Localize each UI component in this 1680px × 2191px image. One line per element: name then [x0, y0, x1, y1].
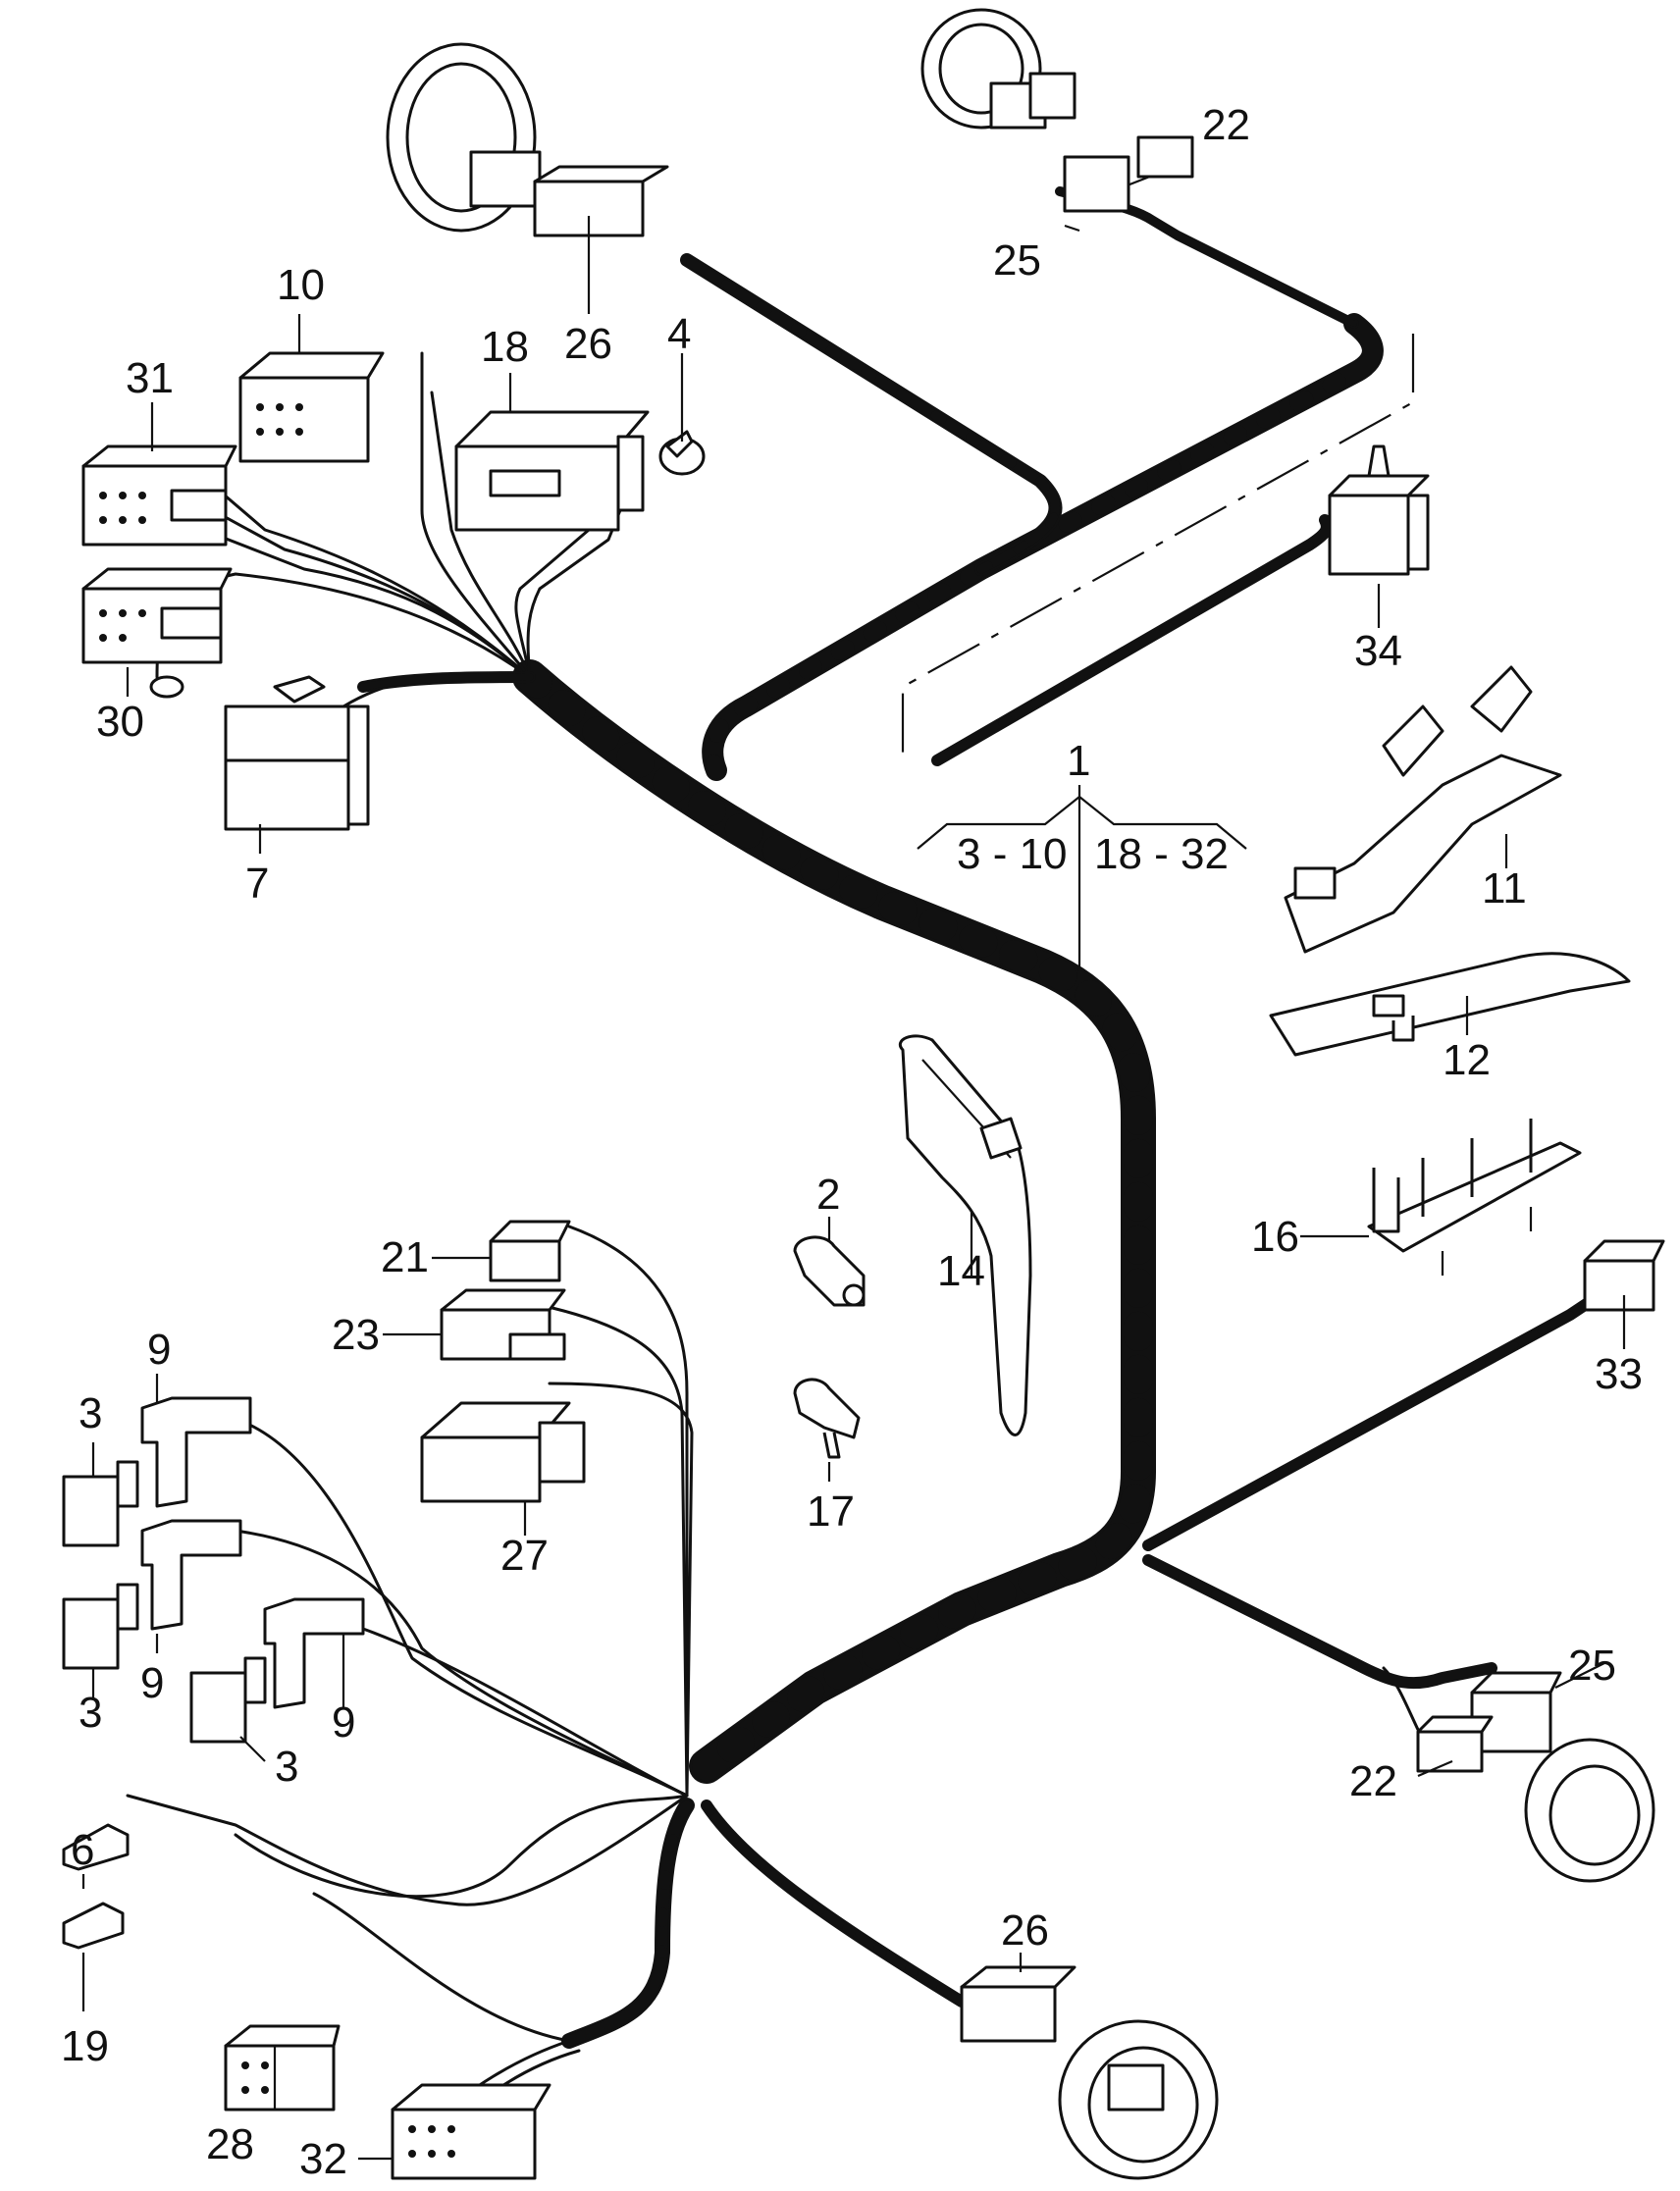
label-19: 19 — [61, 2022, 109, 2070]
fuse-3-a — [62, 1460, 139, 1547]
label-1: 1 — [1067, 737, 1090, 785]
connector-31 — [81, 444, 237, 547]
connector-21 — [489, 1220, 571, 1282]
bracket-12 — [1269, 952, 1631, 1057]
connector-27 — [420, 1401, 586, 1503]
connector-32 — [391, 2083, 551, 2180]
connector-9-c — [263, 1597, 365, 1709]
left-wire-bundle — [155, 351, 630, 728]
label-9-a: 9 — [147, 1326, 171, 1374]
label-14: 14 — [937, 1247, 985, 1295]
connector-18 — [454, 410, 650, 532]
label-11: 11 — [1482, 864, 1527, 913]
bracket-11 — [1284, 665, 1562, 954]
label-27: 27 — [500, 1532, 549, 1580]
label-4: 4 — [667, 310, 691, 358]
label-22-b: 22 — [1349, 1757, 1397, 1805]
connector-26-bottom — [960, 1965, 1076, 2043]
connector-23 — [440, 1288, 566, 1361]
label-32: 32 — [299, 2135, 347, 2183]
lamp-socket-top-left — [386, 42, 669, 237]
label-3-c: 3 — [275, 1743, 298, 1791]
fuse-3-b — [62, 1583, 139, 1670]
connector-33 — [1583, 1239, 1665, 1312]
reference-plane — [901, 334, 1415, 766]
label-range-3-10: 3 - 10 — [957, 830, 1068, 878]
label-9-b: 9 — [140, 1659, 164, 1707]
label-10: 10 — [277, 261, 325, 309]
clip-2 — [793, 1235, 866, 1307]
connector-30 — [81, 567, 233, 699]
main-harness-trunk — [512, 659, 1156, 1784]
connector-7 — [224, 675, 370, 831]
lamp-socket-bottom-right — [1524, 1738, 1655, 1883]
label-12: 12 — [1443, 1036, 1491, 1084]
label-18: 18 — [481, 323, 529, 371]
fuse-3-c — [189, 1656, 267, 1744]
terminal-19 — [62, 1902, 125, 1950]
upper-branch — [680, 160, 1384, 781]
terminal-6 — [62, 1823, 130, 1871]
label-2: 2 — [816, 1171, 840, 1219]
lamp-socket-bottom — [1058, 2019, 1219, 2180]
connector-22-bottom — [1416, 1715, 1494, 1773]
label-25-b: 25 — [1568, 1642, 1616, 1690]
label-23: 23 — [332, 1311, 380, 1359]
panel-14 — [899, 1034, 1032, 1436]
label-9-c: 9 — [332, 1698, 355, 1747]
label-3-b: 3 — [79, 1689, 102, 1737]
lower-left-branch — [126, 1225, 694, 1906]
connector-9-a — [140, 1396, 252, 1508]
connector-9-b — [140, 1519, 242, 1631]
label-25-a: 25 — [993, 236, 1041, 285]
bracket-16 — [1367, 1119, 1582, 1276]
lower-centre-branch — [312, 1798, 968, 2141]
label-30: 30 — [96, 698, 144, 746]
callout-labels: 1 3 - 10 18 - 32 2 3 3 3 4 6 7 9 9 9 10 … — [61, 101, 1643, 2183]
lamp-socket-top-right — [920, 8, 1194, 213]
clip-17 — [793, 1378, 861, 1459]
label-31: 31 — [126, 354, 174, 402]
connector-10 — [238, 351, 385, 463]
label-26-b: 26 — [1001, 1906, 1049, 1955]
label-21: 21 — [381, 1233, 429, 1281]
label-33: 33 — [1595, 1350, 1643, 1398]
label-22-a: 22 — [1202, 101, 1250, 149]
connector-28 — [224, 2024, 341, 2112]
label-6: 6 — [71, 1826, 94, 1874]
label-7: 7 — [245, 860, 269, 908]
label-range-18-32: 18 - 32 — [1094, 830, 1229, 878]
label-34: 34 — [1354, 627, 1402, 675]
label-16: 16 — [1251, 1213, 1299, 1261]
cable-tie-4 — [658, 430, 706, 476]
leader-lines — [81, 216, 1626, 2161]
connector-34 — [1328, 444, 1430, 576]
label-17: 17 — [807, 1487, 855, 1536]
connector-25-bottom — [1470, 1671, 1562, 1753]
label-26-a: 26 — [564, 320, 612, 368]
label-28: 28 — [206, 2120, 254, 2168]
label-3-a: 3 — [79, 1389, 102, 1437]
